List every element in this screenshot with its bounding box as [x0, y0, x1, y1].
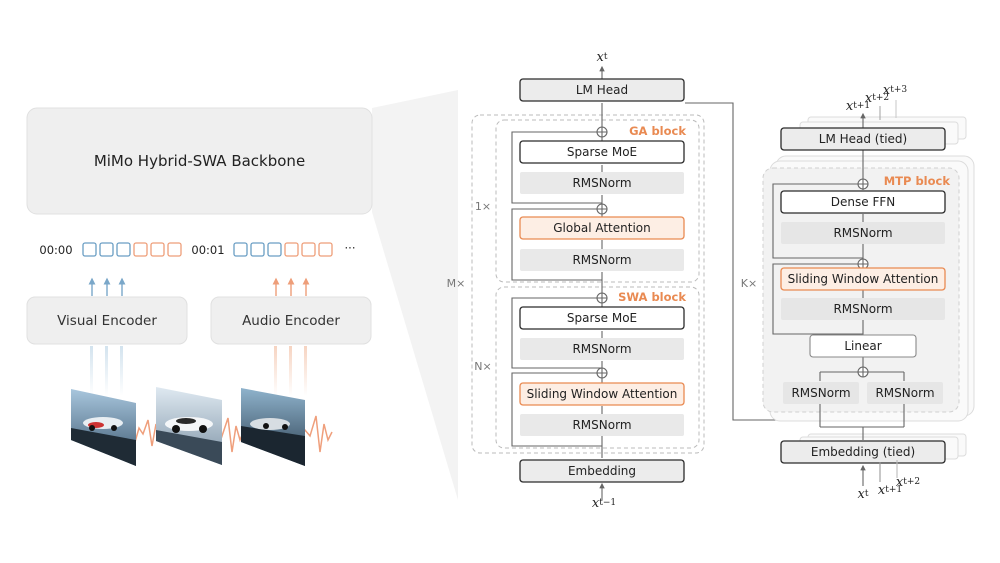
backbone-box — [26, 107, 373, 215]
mtp-lm-head-box — [780, 127, 946, 151]
outer-dashed-box — [471, 114, 705, 454]
visual-encoder-label: Visual Encoder — [57, 312, 157, 329]
token-squares-1 — [233, 242, 333, 257]
audio-encoder-arrows — [272, 277, 310, 296]
ga-attention-box — [519, 216, 685, 240]
swa-dashed-box — [495, 286, 700, 449]
mtp-embedding-box — [780, 440, 946, 464]
embedding-label: Embedding — [567, 464, 637, 478]
swa-sparse-moe-label: Sparse MoE — [566, 311, 638, 325]
ga-block-title: GA block — [629, 124, 686, 138]
mtp-rmsnorm-top-label: RMSNorm — [833, 226, 893, 240]
swa-attention-label: Sliding Window Attention — [526, 387, 678, 401]
ga-multiplier: 1× — [474, 199, 492, 213]
visual-encoder-box — [26, 296, 188, 345]
ga-rmsnorm-top-box — [520, 172, 684, 194]
mtp-attention-label: Sliding Window Attention — [787, 272, 939, 286]
mtp-flow-line — [819, 100, 905, 440]
mtp-rmsnorm-right-box — [867, 382, 943, 404]
video-frame-1 — [71, 389, 136, 466]
mtp-rmsnorm-left-label: RMSNorm — [791, 386, 851, 400]
lm-head-label: LM Head — [575, 83, 629, 97]
swa-rmsnorm-top-label: RMSNorm — [572, 342, 632, 356]
mtp-rmsnorm-top-box — [781, 222, 945, 244]
main-to-mtp-connector — [685, 102, 782, 421]
ga-rmsnorm-top-label: RMSNorm — [572, 176, 632, 190]
video-frame-2 — [156, 387, 222, 465]
backbone-title: MiMo Hybrid-SWA Backbone — [93, 152, 306, 170]
swa-rmsnorm-bottom-label: RMSNorm — [572, 418, 632, 432]
timestamp-1: 00:01 — [191, 243, 225, 257]
audio-encoder-label: Audio Encoder — [242, 312, 340, 329]
ga-rmsnorm-bottom-label: RMSNorm — [572, 253, 632, 267]
mtp-rmsnorm-mid-box — [781, 298, 945, 320]
swa-rmsnorm-bottom-box — [520, 414, 684, 436]
swa-rmsnorm-top-box — [520, 338, 684, 360]
swa-sparse-moe-box — [519, 306, 685, 330]
mtp-linear-label: Linear — [844, 339, 882, 353]
mtp-dense-ffn-label: Dense FFN — [830, 195, 896, 209]
ga-sparse-moe-box — [519, 140, 685, 164]
mtp-embedding-label: Embedding (tied) — [810, 445, 916, 459]
mtp-dense-ffn-box — [780, 190, 946, 214]
ga-dashed-box — [495, 119, 700, 283]
video-frame-3 — [241, 388, 305, 466]
swa-multiplier: N× — [474, 359, 492, 373]
token-squares-0 — [82, 242, 182, 257]
mtp-rmsnorm-mid-label: RMSNorm — [833, 302, 893, 316]
projection-shadow — [372, 90, 458, 500]
mtp-rmsnorm-left-box — [783, 382, 859, 404]
embedding-box — [519, 459, 685, 483]
main-adders — [596, 126, 608, 379]
ellipsis: ··· — [344, 241, 356, 255]
mtp-multiplier: K× — [740, 276, 758, 290]
audio-input-streams — [274, 346, 307, 396]
swa-attention-box — [519, 382, 685, 406]
ga-attention-label: Global Attention — [553, 221, 651, 235]
mtp-block-title: MTP block — [883, 174, 950, 188]
swa-block-title: SWA block — [618, 290, 686, 304]
lm-head-box — [519, 78, 685, 102]
mtp-attention-box — [780, 267, 946, 291]
outer-multiplier: M× — [446, 276, 466, 290]
ga-sparse-moe-label: Sparse MoE — [566, 145, 638, 159]
mtp-linear-box — [809, 334, 917, 358]
timestamp-0: 00:00 — [39, 243, 73, 257]
mtp-rmsnorm-right-label: RMSNorm — [875, 386, 935, 400]
mtp-lm-head-label: LM Head (tied) — [818, 132, 908, 146]
ga-rmsnorm-bottom-box — [520, 249, 684, 271]
visual-input-streams — [90, 346, 123, 396]
mtp-input-arrows — [860, 460, 898, 486]
visual-encoder-arrows — [88, 277, 126, 296]
audio-encoder-box — [210, 296, 372, 345]
